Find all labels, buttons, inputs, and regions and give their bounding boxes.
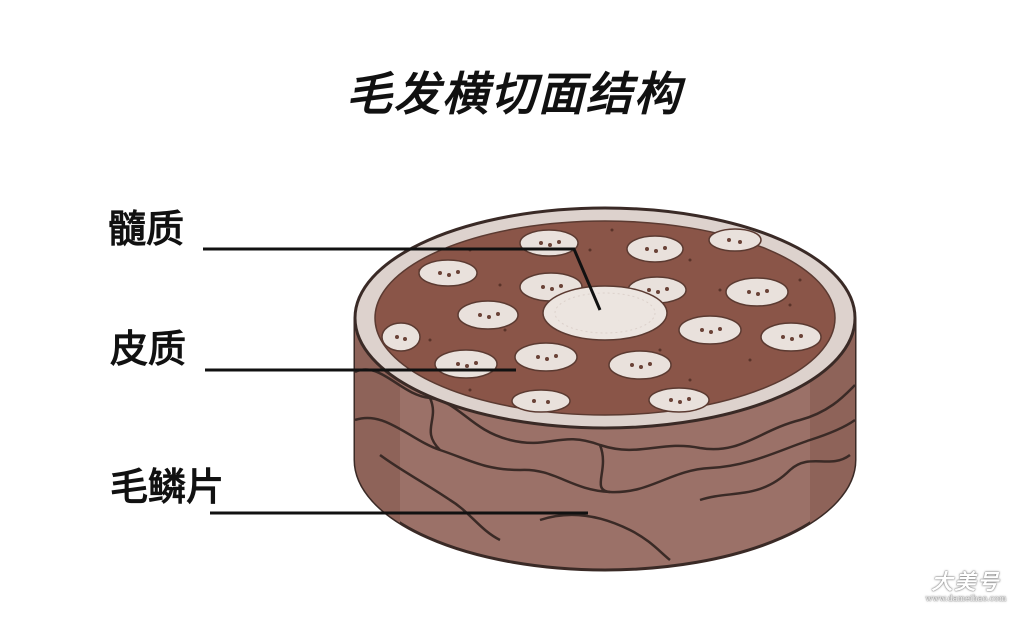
cortex-cell bbox=[519, 229, 579, 257]
cortex-cell bbox=[608, 350, 672, 380]
cortex-cell bbox=[648, 387, 710, 413]
cortex-cell bbox=[511, 389, 571, 413]
watermark-logo-text: 大美号 bbox=[931, 569, 1001, 594]
cortex-cell bbox=[434, 349, 498, 379]
cortex-cell bbox=[514, 342, 578, 372]
medulla-label: 髓质 bbox=[108, 207, 185, 251]
diagram-title: 毛发横切面结构 bbox=[346, 67, 682, 121]
cortex-cell bbox=[457, 300, 519, 330]
cortex-cell bbox=[626, 235, 684, 263]
cortex-cell bbox=[760, 322, 822, 352]
cortex-label: 皮质 bbox=[110, 327, 187, 371]
cuticle-label: 毛鳞片 bbox=[110, 465, 225, 509]
cortex-cell bbox=[725, 277, 789, 307]
cortex-cell bbox=[678, 315, 742, 345]
medulla-core bbox=[542, 285, 668, 341]
watermark-logo: 大美号 www.dameihao.com bbox=[918, 566, 1014, 603]
cortex-cell bbox=[708, 228, 762, 252]
watermark-url: www.dameihao.com bbox=[925, 594, 1007, 603]
cortex-cell bbox=[418, 259, 478, 287]
cortex-cell bbox=[381, 322, 421, 352]
medulla-leader-line bbox=[203, 247, 602, 311]
leader-lines bbox=[203, 247, 602, 515]
